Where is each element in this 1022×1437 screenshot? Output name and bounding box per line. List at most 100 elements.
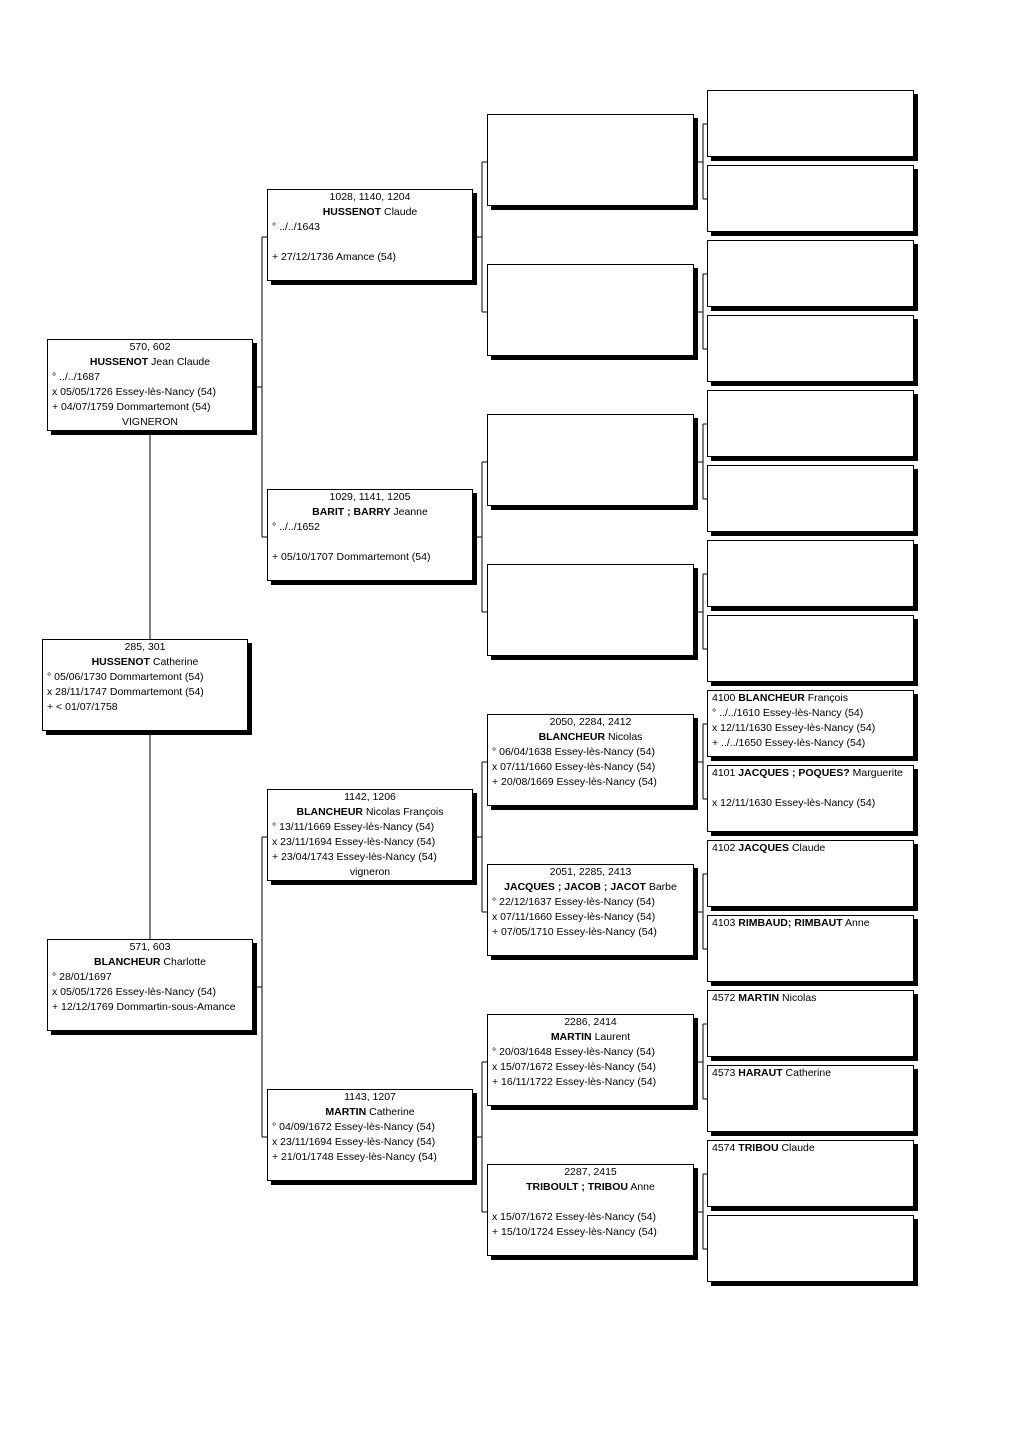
person-surname: RIMBAUD; RIMBAUT [738, 917, 843, 929]
person-given-name: Charlotte [163, 956, 207, 968]
death-line: + 05/10/1707 Dommartemont (54) [272, 551, 431, 563]
person-ids: 4573 [712, 1067, 736, 1079]
death-line: + 21/01/1748 Essey-lès-Nancy (54) [272, 1151, 437, 1163]
marriage-line: x 05/05/1726 Essey-lès-Nancy (54) [52, 386, 216, 398]
person-ids: 1029, 1141, 1205 [329, 491, 411, 503]
occupation: vigneron [349, 866, 391, 878]
person-given-name: Claude [791, 842, 826, 854]
person-box-4103[interactable]: 4103 RIMBAUD; RIMBAUT Anne [707, 915, 914, 982]
person-box-empty[interactable] [707, 240, 914, 307]
person-surname: MARTIN [325, 1106, 367, 1118]
person-box-father[interactable]: 570, 602 HUSSENOT Jean Claude ° ../../16… [47, 339, 253, 431]
marriage-line: x 23/11/1694 Essey-lès-Nancy (54) [272, 1136, 436, 1148]
birth-line: ° ../../1643 [272, 221, 320, 233]
marriage-line: x 07/11/1660 Essey-lès-Nancy (54) [492, 761, 656, 773]
person-box-empty[interactable] [707, 390, 914, 457]
person-given-name: Nicolas [607, 731, 643, 743]
person-box-empty[interactable] [487, 564, 694, 656]
person-box-4572[interactable]: 4572 MARTIN Nicolas [707, 990, 914, 1057]
person-given-name: Claude [383, 206, 418, 218]
person-box-ggm-triboult[interactable]: 2287, 2415 TRIBOULT ; TRIBOU Anne x 15/0… [487, 1164, 694, 1256]
person-given-name: Jeanne [393, 506, 428, 518]
marriage-line: x 07/11/1660 Essey-lès-Nancy (54) [492, 911, 656, 923]
person-surname: BARIT ; BARRY [312, 506, 391, 518]
person-box-4101[interactable]: 4101 JACQUES ; POQUES? Marguerite x 12/1… [707, 765, 914, 832]
birth-line: ° ../../1652 [272, 521, 320, 533]
person-box-empty[interactable] [707, 90, 914, 157]
birth-line: ° ../../1687 [52, 371, 100, 383]
person-given-name: Catherine [369, 1106, 415, 1118]
person-given-name: Catherine [152, 656, 199, 668]
marriage-line: x 05/05/1726 Essey-lès-Nancy (54) [52, 986, 216, 998]
person-given-name: Barbe [648, 881, 677, 893]
person-surname: BLANCHEUR [538, 731, 606, 743]
death-line: + 16/11/1722 Essey-lès-Nancy (54) [492, 1076, 657, 1088]
person-box-empty[interactable] [707, 315, 914, 382]
person-surname: HUSSENOT [91, 656, 150, 668]
person-box-paternal-grandmother[interactable]: 1029, 1141, 1205 BARIT ; BARRY Jeanne ° … [267, 489, 473, 581]
person-box-empty[interactable] [707, 465, 914, 532]
person-surname: MARTIN [550, 1031, 592, 1043]
person-box-4102[interactable]: 4102 JACQUES Claude [707, 840, 914, 907]
person-ids: 285, 301 [124, 641, 166, 653]
marriage-line: x 15/07/1672 Essey-lès-Nancy (54) [492, 1211, 656, 1223]
person-box-maternal-grandmother[interactable]: 1143, 1207 MARTIN Catherine ° 04/09/1672… [267, 1089, 473, 1181]
person-box-empty[interactable] [487, 114, 694, 206]
person-box-mother[interactable]: 571, 603 BLANCHEUR Charlotte ° 28/01/169… [47, 939, 253, 1031]
person-box-4100[interactable]: 4100 BLANCHEUR François ° ../../1610 Ess… [707, 690, 914, 757]
person-box-root[interactable]: 285, 301 HUSSENOT Catherine ° 05/06/1730… [42, 639, 248, 731]
marriage-line: x 12/11/1630 Essey-lès-Nancy (54) [712, 797, 876, 809]
person-ids: 4100 [712, 692, 736, 704]
marriage-line: x 15/07/1672 Essey-lès-Nancy (54) [492, 1061, 656, 1073]
birth-line: ° 20/03/1648 Essey-lès-Nancy (54) [492, 1046, 655, 1058]
birth-line: ° ../../1610 Essey-lès-Nancy (54) [712, 707, 864, 719]
person-given-name: Laurent [594, 1031, 631, 1043]
birth-line: ° 05/06/1730 Dommartemont (54) [47, 671, 204, 683]
person-given-name: Anne [845, 917, 870, 929]
person-ids: 1143, 1207 [344, 1091, 396, 1103]
person-given-name: Nicolas François [365, 806, 444, 818]
person-box-maternal-grandfather[interactable]: 1142, 1206 BLANCHEUR Nicolas François ° … [267, 789, 473, 881]
birth-line: ° 22/12/1637 Essey-lès-Nancy (54) [492, 896, 655, 908]
person-ids: 2287, 2415 [564, 1166, 617, 1178]
person-box-empty[interactable] [707, 615, 914, 682]
birth-line: ° 13/11/1669 Essey-lès-Nancy (54) [272, 821, 435, 833]
person-ids: 2286, 2414 [564, 1016, 617, 1028]
person-box-empty[interactable] [707, 165, 914, 232]
person-ids: 571, 603 [129, 941, 171, 953]
person-box-empty[interactable] [707, 1215, 914, 1282]
person-box-ggm-jacques[interactable]: 2051, 2285, 2413 JACQUES ; JACOB ; JACOT… [487, 864, 694, 956]
person-box-4573[interactable]: 4573 HARAUT Catherine [707, 1065, 914, 1132]
person-box-empty[interactable] [487, 264, 694, 356]
person-given-name: Catherine [785, 1067, 832, 1079]
person-box-ggf-martin[interactable]: 2286, 2414 MARTIN Laurent ° 20/03/1648 E… [487, 1014, 694, 1106]
person-surname: BLANCHEUR [738, 692, 805, 704]
person-ids: 4102 [712, 842, 736, 854]
death-line: + < 01/07/1758 [47, 701, 118, 713]
person-given-name: Claude [781, 1142, 815, 1154]
person-given-name: Nicolas [782, 992, 817, 1004]
person-surname: HARAUT [738, 1067, 783, 1079]
death-line: + 04/07/1759 Dommartemont (54) [52, 401, 211, 413]
person-ids: 2050, 2284, 2412 [549, 716, 632, 728]
person-surname: TRIBOU [738, 1142, 779, 1154]
birth-line: ° 28/01/1697 [52, 971, 112, 983]
person-box-empty[interactable] [707, 540, 914, 607]
birth-line: ° 04/09/1672 Essey-lès-Nancy (54) [272, 1121, 435, 1133]
death-line: + 12/12/1769 Dommartin-sous-Amance [52, 1001, 236, 1013]
person-box-ggf-blancheur[interactable]: 2050, 2284, 2412 BLANCHEUR Nicolas ° 06/… [487, 714, 694, 806]
person-given-name: Anne [630, 1181, 655, 1193]
death-line: + 15/10/1724 Essey-lès-Nancy (54) [492, 1226, 657, 1238]
person-surname: TRIBOULT ; TRIBOU [526, 1181, 628, 1193]
person-box-empty[interactable] [487, 414, 694, 506]
person-surname: JACQUES ; POQUES? [738, 767, 850, 779]
marriage-line: x 23/11/1694 Essey-lès-Nancy (54) [272, 836, 436, 848]
person-surname: MARTIN [738, 992, 780, 1004]
death-line: + ../../1650 Essey-lès-Nancy (54) [712, 737, 866, 749]
person-box-paternal-grandfather[interactable]: 1028, 1140, 1204 HUSSENOT Claude ° ../..… [267, 189, 473, 281]
person-surname: HUSSENOT [322, 206, 382, 218]
person-surname: BLANCHEUR [296, 806, 363, 818]
person-surname: HUSSENOT [89, 356, 149, 368]
person-box-4574[interactable]: 4574 TRIBOU Claude [707, 1140, 914, 1207]
